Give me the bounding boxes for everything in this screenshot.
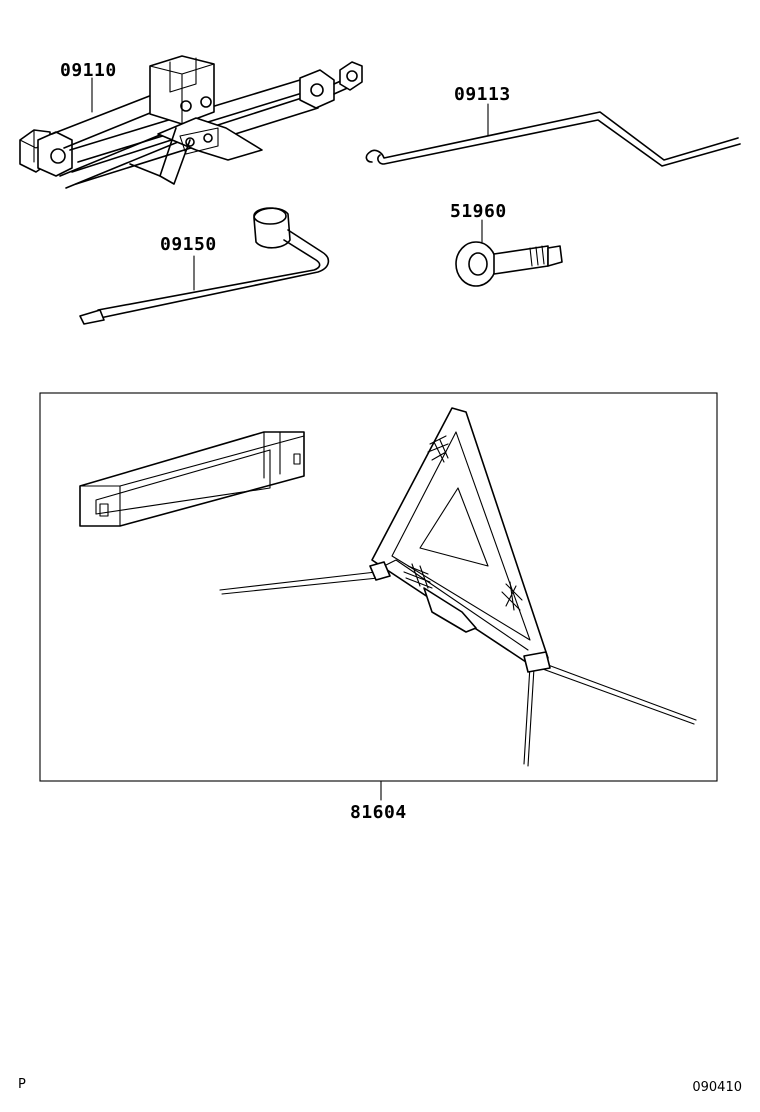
scissor-jack bbox=[19, 55, 363, 189]
kit-frame bbox=[39, 392, 718, 782]
label-09150: 09150 bbox=[160, 234, 217, 255]
lug-wrench bbox=[79, 207, 330, 325]
label-09110: 09110 bbox=[60, 60, 117, 81]
label-81604: 81604 bbox=[350, 802, 407, 823]
jack-handle-rod bbox=[365, 103, 741, 167]
page-mark: P bbox=[18, 1077, 26, 1092]
towing-eye bbox=[455, 219, 563, 287]
triangle-storage-case bbox=[79, 431, 305, 527]
warning-triangle bbox=[219, 407, 697, 767]
label-51960: 51960 bbox=[450, 201, 507, 222]
diagram-code: 090410 bbox=[692, 1080, 742, 1095]
label-09113: 09113 bbox=[454, 84, 511, 105]
